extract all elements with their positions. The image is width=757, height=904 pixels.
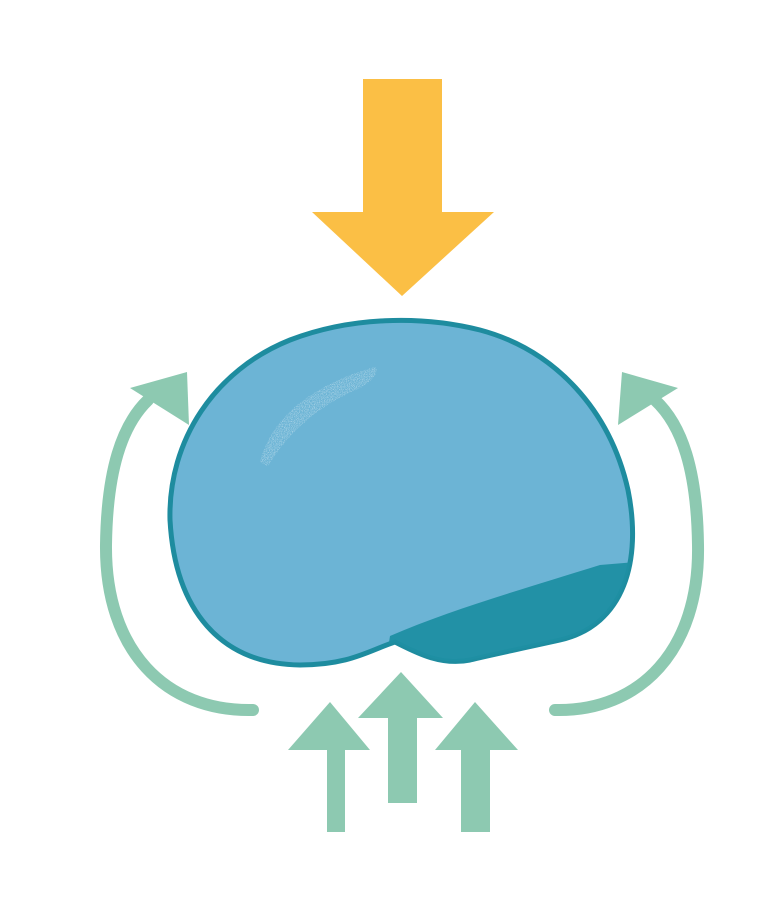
- arrow-down-icon: [312, 79, 494, 296]
- arrow-up-icon: [358, 672, 443, 803]
- arrow-up-icon: [435, 702, 518, 832]
- curved-arrow-up-left-icon: [99, 372, 259, 717]
- droplet-icon: [167, 317, 636, 668]
- arrow-up-icon: [288, 702, 370, 832]
- highlight-icon: [260, 367, 377, 466]
- curved-arrow-up-right-icon: [549, 372, 705, 717]
